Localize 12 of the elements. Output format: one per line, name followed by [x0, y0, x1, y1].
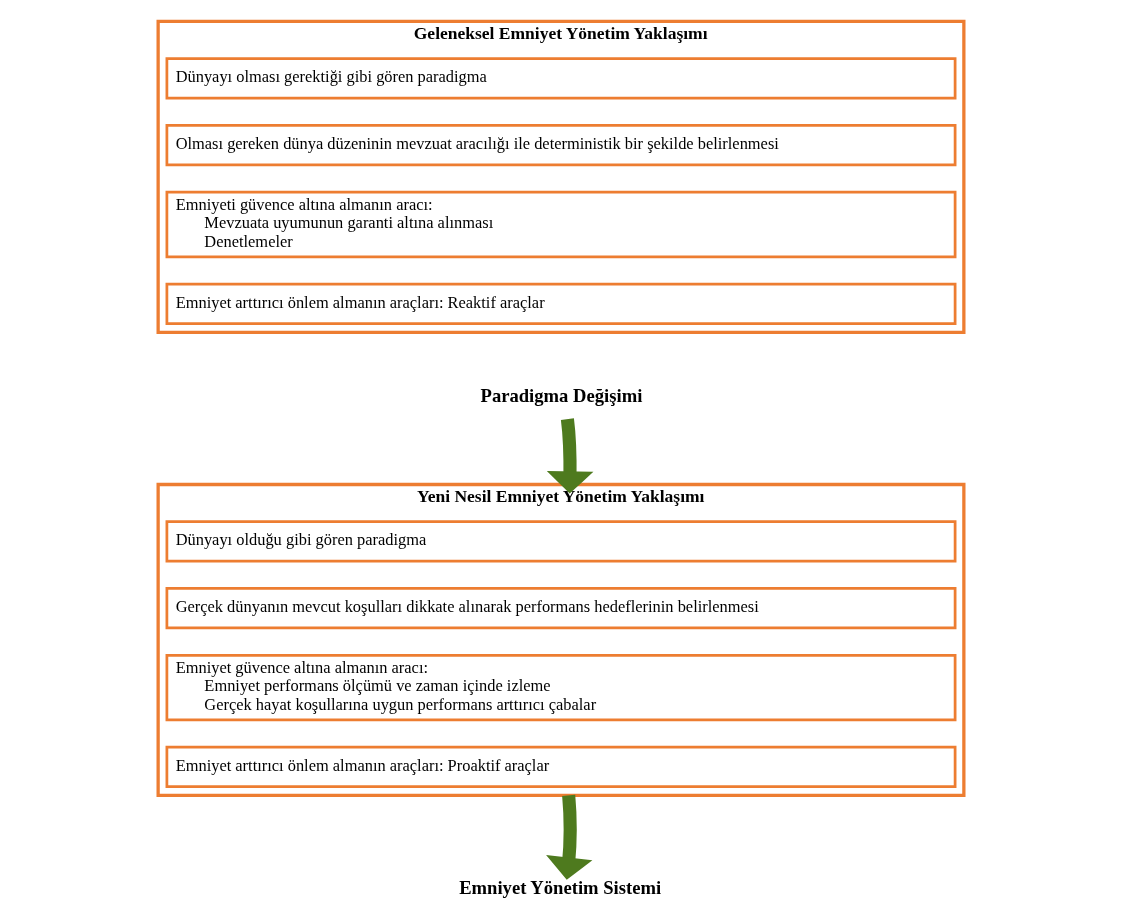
- node-box: Emniyeti güvence altına almanın aracı: Mevzuata uyumunun garanti altına alınması Denetlemeler: [165, 190, 957, 259]
- node-box: Gerçek dünyanın mevcut koşulları dikkate alınarak performans hedeflerinin belirlenmesi: [165, 587, 957, 630]
- node-box: Olması gereken dünya düzeninin mevzuat aracılığı ile deterministik bir şekilde belirlenmesi: [165, 124, 957, 167]
- node-text: Paradigma Değişimi: [480, 385, 643, 407]
- node-box: Emniyet güvence altına almanın aracı: Emniyet performans ölçümü ve zaman içinde izleme Gerçek hayat koşullarına uygun performans arttırıcı çabalar: [165, 653, 957, 722]
- node-box: Emniyet arttırıcı önlem almanın araçları: Reaktif araçlar: [165, 282, 957, 325]
- node-box: Dünyayı olduğu gibi gören paradigma: [165, 520, 957, 563]
- node-box: Dünyayı olması gerektiği gibi gören paradigma: [165, 57, 957, 100]
- node-box: Emniyet arttırıcı önlem almanın araçları: Proaktif araçlar: [165, 745, 957, 788]
- node-text: Emniyet Yönetim Sistemi: [459, 877, 662, 899]
- arrow: [546, 794, 593, 880]
- arrow: [546, 418, 594, 494]
